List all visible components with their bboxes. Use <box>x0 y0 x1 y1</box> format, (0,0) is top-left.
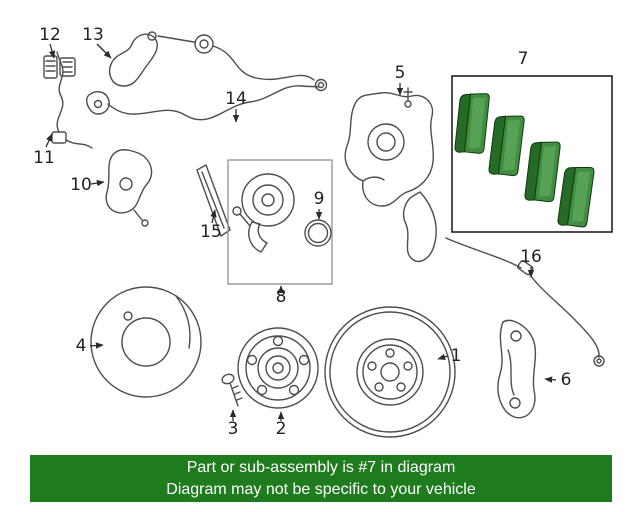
callout-4: 4 <box>76 336 87 356</box>
part-10-bracket-art <box>105 149 153 227</box>
top-sensor-cable-art <box>157 34 328 92</box>
callout-2: 2 <box>276 419 287 439</box>
note-banner: Part or sub-assembly is #7 in diagram Di… <box>30 455 612 502</box>
part-9-oring-art <box>304 219 332 247</box>
callout-16: 16 <box>520 247 542 267</box>
brake-pad-2 <box>488 115 525 177</box>
part-2-hub-art <box>237 327 319 409</box>
callout-1: 1 <box>451 346 462 366</box>
callout-6: 6 <box>561 370 572 390</box>
banner-line2: Diagram may not be specific to your vehi… <box>166 480 476 498</box>
part-13-bracket-art <box>108 31 158 87</box>
callout-13: 13 <box>82 25 104 45</box>
callout-8: 8 <box>276 287 287 307</box>
callout-11: 11 <box>33 148 55 168</box>
banner-line1: Part or sub-assembly is #7 in diagram <box>186 458 456 476</box>
callout-15: 15 <box>200 222 222 242</box>
callout-7: 7 <box>518 49 529 69</box>
callout-14: 14 <box>225 89 247 109</box>
callout-5: 5 <box>395 63 406 83</box>
part-8-actuator-art <box>227 159 333 285</box>
part-6-mount-art <box>497 319 537 419</box>
brake-pad-3 <box>524 141 561 203</box>
callout-arrows <box>45 43 557 421</box>
part-3-bolt-art <box>221 373 243 407</box>
part-14-cable-art <box>86 85 319 121</box>
part-1-rotor-art <box>324 306 456 438</box>
part-5-caliper-art <box>344 87 437 263</box>
highlight-box <box>451 75 613 233</box>
callout-10: 10 <box>70 175 92 195</box>
part-7-highlight <box>451 75 613 233</box>
part-4-shield-art <box>90 286 202 398</box>
callout-12: 12 <box>39 25 61 45</box>
brake-pad-1 <box>454 93 490 154</box>
brake-pad-4 <box>557 166 595 228</box>
callout-3: 3 <box>228 419 239 439</box>
callout-9: 9 <box>314 189 325 209</box>
callout-labels: 12 13 11 10 14 5 7 15 9 8 16 4 6 3 2 1 <box>33 25 571 439</box>
